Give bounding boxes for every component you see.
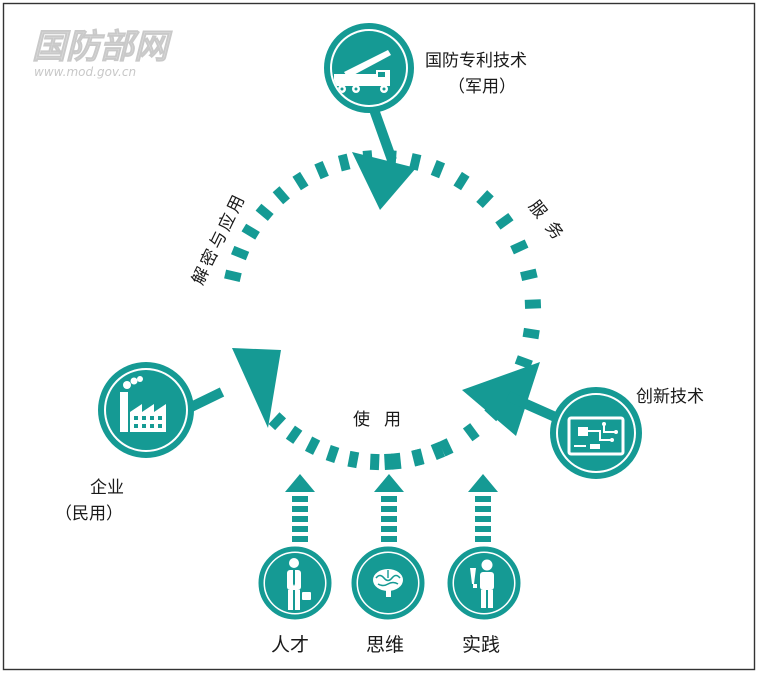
node-top-subtitle: （军用）: [448, 77, 516, 97]
arc-left-dash: [224, 269, 242, 282]
arrowhead-left: [232, 348, 281, 428]
arrowhead-top: [352, 152, 416, 210]
arc-right-dash: [520, 268, 538, 282]
node-right: [550, 387, 642, 479]
node-left: [98, 362, 194, 458]
arc-bottom-dash: [268, 412, 287, 431]
arc-right-dash: [438, 438, 454, 457]
circuit-board-icon: [567, 416, 625, 456]
arc-right-dash: [524, 299, 542, 309]
connector-top: [367, 102, 397, 162]
arc-right-dash: [522, 327, 540, 340]
node-top: [324, 23, 414, 113]
watermark-logo-text: 国防部网: [32, 27, 173, 67]
input-label-talent: 人才: [271, 634, 309, 656]
watermark-url-text: www.mod.gov.cn: [34, 65, 136, 79]
arc-left-dash: [241, 223, 260, 240]
node-left-subtitle: （民用）: [55, 504, 123, 524]
arc-left-dash: [255, 203, 274, 221]
arc-bottom-dash: [325, 444, 340, 464]
arc-right-dash: [476, 190, 494, 209]
watermark-logo: 国防部网 www.mod.gov.cn: [32, 27, 174, 79]
arc-bottom-dash: [430, 441, 446, 461]
arc-left-dash: [337, 153, 351, 172]
arc-left-dash: [409, 153, 422, 171]
input-node-practice: [447, 546, 521, 620]
input-arrow-practice: [468, 474, 498, 542]
arc-bottom-dash: [411, 448, 424, 467]
input-arrow-talent: [285, 474, 315, 542]
arc-right-dash: [514, 355, 533, 370]
factory-icon: [120, 376, 166, 432]
node-top-title: 国防专利技术: [425, 51, 527, 71]
arc-right-dash: [453, 171, 470, 191]
input-arrow-thinking: [374, 474, 404, 542]
connector-right: [505, 391, 565, 425]
arrowhead-right: [462, 362, 540, 436]
input-node-talent: [258, 546, 332, 620]
arc-right-dash: [462, 423, 480, 442]
brain-icon: [373, 569, 403, 597]
input-node-thinking: [351, 546, 425, 620]
arc-left-dash: [314, 160, 329, 180]
input-arrows: [285, 474, 498, 542]
arc-bottom-dash: [304, 436, 321, 455]
node-right-title: 创新技术: [636, 387, 704, 407]
arc-right-dash: [495, 212, 514, 230]
arc-bottom-dash: [369, 453, 380, 471]
input-label-thinking: 思维: [366, 634, 404, 656]
businessman-icon: [287, 558, 311, 610]
arc-right-dash: [510, 239, 529, 255]
arc-bottom-dash: [347, 450, 360, 469]
worker-icon: [470, 559, 494, 608]
arc-bottom-dash: [285, 425, 303, 444]
arc-left-dash: [272, 186, 290, 205]
node-left-title: 企业: [90, 478, 124, 498]
arc-label-bottom: 使用: [353, 409, 415, 430]
missile-truck-icon: [334, 50, 391, 93]
arc-left-dash: [292, 171, 309, 191]
arc-left-dash: [430, 159, 446, 179]
arc-bottom-dash: [390, 452, 402, 470]
input-label-practice: 实践: [462, 634, 500, 656]
arc-left-dash: [230, 245, 250, 261]
